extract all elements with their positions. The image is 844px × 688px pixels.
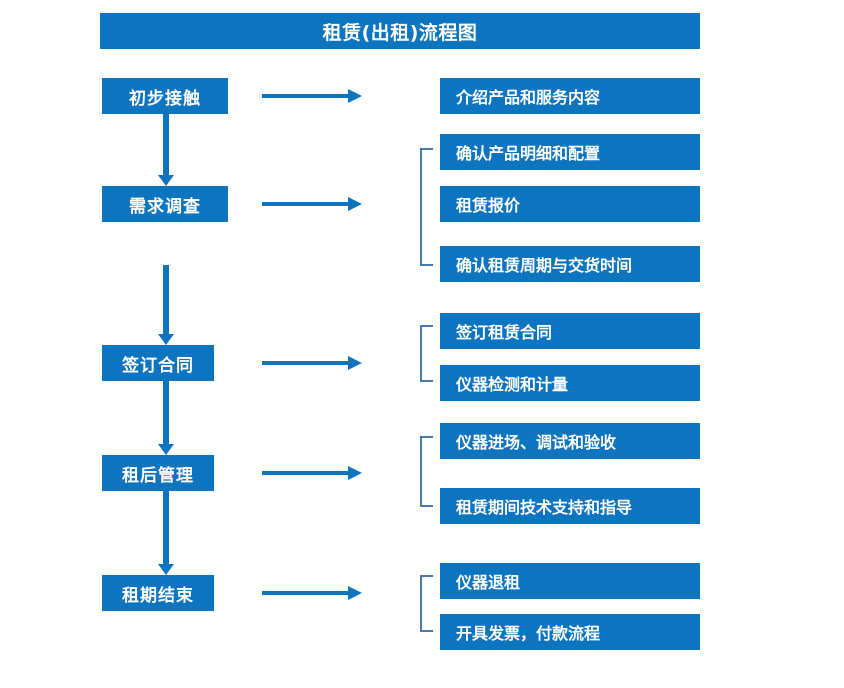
stage-box-1[interactable]: 初步接触 — [102, 78, 228, 114]
arrow-shaft — [262, 591, 350, 595]
arrow-right-icon-4 — [262, 464, 362, 482]
detail-box-6[interactable]: 仪器检测和计量 — [440, 365, 700, 401]
stage-box-4[interactable]: 租后管理 — [102, 455, 214, 491]
bracket-connector-icon-3 — [420, 325, 433, 382]
detail-box-2[interactable]: 确认产品明细和配置 — [440, 134, 700, 170]
arrow-shaft — [163, 265, 169, 334]
arrow-right-icon-3 — [262, 354, 362, 372]
arrow-head — [348, 586, 362, 600]
arrow-down-icon-3 — [158, 381, 174, 455]
arrow-shaft — [262, 361, 350, 365]
bracket-connector-icon-2 — [420, 148, 433, 266]
arrow-head — [158, 175, 174, 186]
arrow-down-icon-4 — [158, 491, 174, 575]
stage-box-5[interactable]: 租期结束 — [102, 575, 214, 611]
arrow-down-icon-2 — [158, 265, 174, 345]
arrow-shaft — [262, 202, 350, 206]
arrow-head — [348, 89, 362, 103]
arrow-right-icon-2 — [262, 195, 362, 213]
detail-box-5[interactable]: 签订租赁合同 — [440, 313, 700, 349]
arrow-shaft — [262, 471, 350, 475]
arrow-shaft — [163, 491, 169, 564]
arrow-shaft — [163, 381, 169, 444]
detail-box-4[interactable]: 确认租赁周期与交货时间 — [440, 246, 700, 282]
arrow-head — [158, 444, 174, 455]
arrow-right-icon-5 — [262, 584, 362, 602]
bracket-connector-icon-4 — [420, 436, 433, 507]
stage-box-2[interactable]: 需求调查 — [102, 186, 228, 222]
bracket-connector-icon-5 — [420, 575, 433, 632]
arrow-head — [158, 334, 174, 345]
arrow-shaft — [163, 114, 169, 175]
arrow-right-icon-1 — [262, 87, 362, 105]
arrow-head — [348, 197, 362, 211]
arrow-shaft — [262, 94, 350, 98]
detail-box-10[interactable]: 开具发票，付款流程 — [440, 614, 700, 650]
arrow-down-icon-1 — [158, 114, 174, 186]
detail-box-3[interactable]: 租赁报价 — [440, 186, 700, 222]
arrow-head — [158, 564, 174, 575]
detail-box-8[interactable]: 租赁期间技术支持和指导 — [440, 488, 700, 524]
arrow-head — [348, 466, 362, 480]
detail-box-7[interactable]: 仪器进场、调试和验收 — [440, 423, 700, 459]
page-title: 租赁(出租)流程图 — [100, 13, 700, 49]
arrow-head — [348, 356, 362, 370]
stage-box-3[interactable]: 签订合同 — [102, 345, 214, 381]
detail-box-9[interactable]: 仪器退租 — [440, 563, 700, 599]
detail-box-1[interactable]: 介绍产品和服务内容 — [440, 78, 700, 114]
